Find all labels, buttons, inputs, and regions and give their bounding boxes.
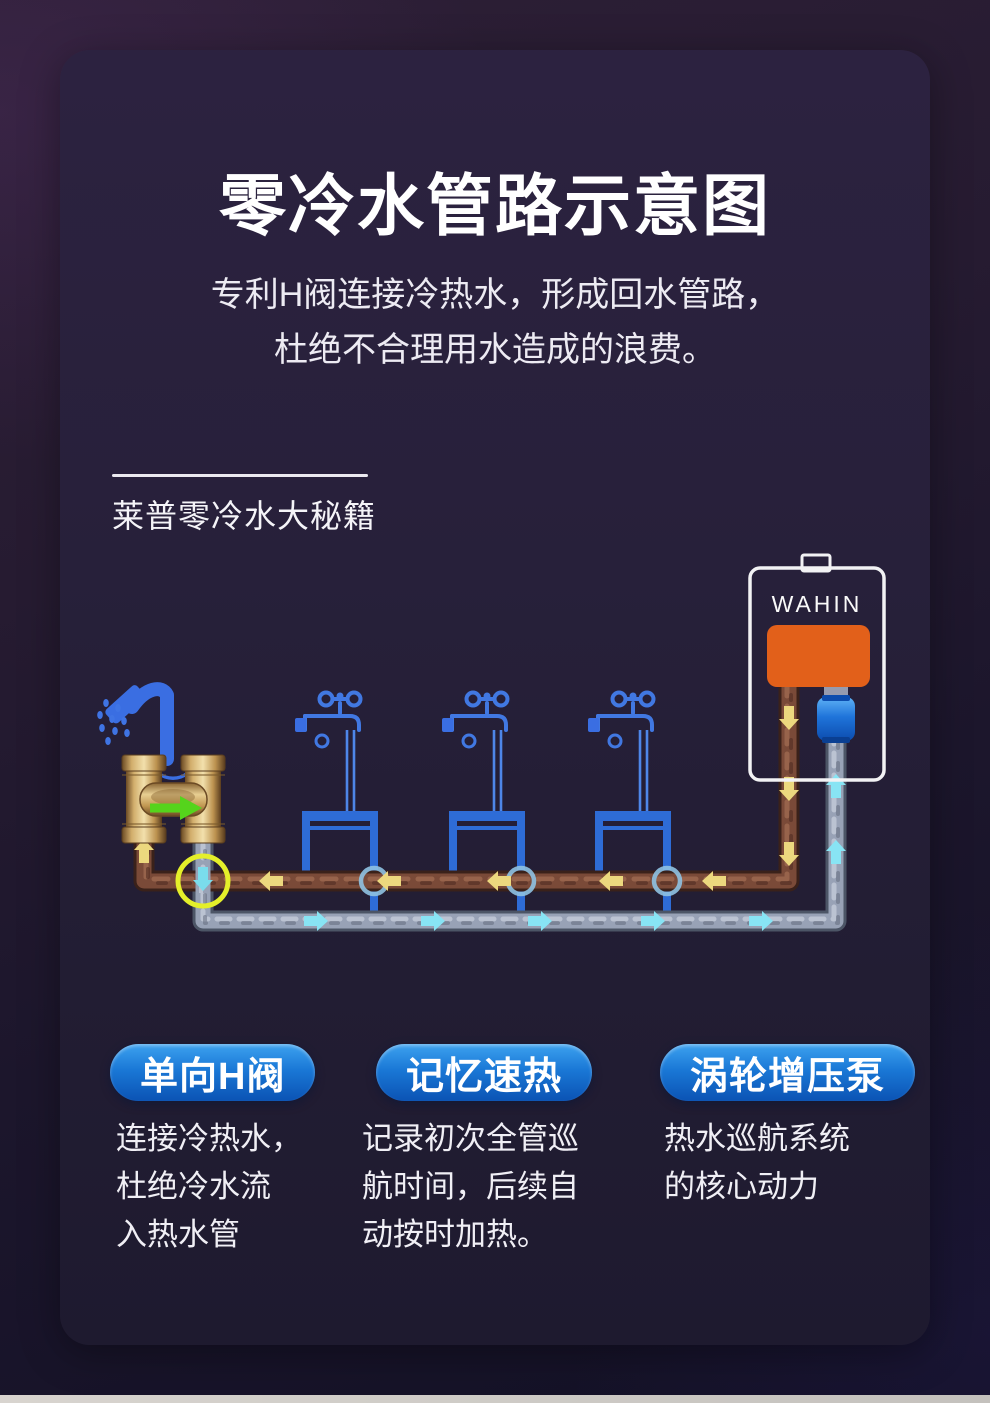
sink-stand bbox=[449, 811, 525, 921]
page-title: 零冷水管路示意图 bbox=[219, 169, 771, 244]
shower-icon bbox=[97, 682, 199, 780]
faucet-icon bbox=[442, 690, 525, 921]
content-card: 零冷水管路示意图 专利H阀连接冷热水，形成回水管路， 杜绝不合理用水造成的浪费。… bbox=[60, 50, 930, 1345]
feature-badge: 涡轮增压泵 bbox=[660, 1044, 916, 1101]
sink-stand bbox=[595, 811, 671, 921]
faucet-group bbox=[295, 690, 671, 921]
feature-item: 记忆速热 记录初次全管巡 航时间，后续自 动按时加热。 bbox=[362, 1044, 642, 1259]
heater-brand: WAHIN bbox=[772, 591, 863, 617]
hot-flow-arrows bbox=[134, 706, 799, 891]
section-label: 莱普零冷水大秘籍 bbox=[112, 498, 377, 534]
valve-flow-arrow-icon bbox=[150, 796, 202, 820]
feature-description: 连接冷热水， 杜绝冷水流 入热水管 bbox=[116, 1121, 302, 1253]
return-flow-arrows bbox=[304, 774, 846, 931]
feature-description: 热水巡航系统 的核心动力 bbox=[664, 1121, 850, 1205]
pipeline-diagram: WAHIN bbox=[97, 553, 886, 932]
water-heater-icon: WAHIN bbox=[748, 553, 886, 782]
subtitle-line-1: 专利H阀连接冷热水，形成回水管路， bbox=[210, 276, 780, 314]
heater-burner bbox=[767, 625, 870, 687]
feature-item: 单向H阀 连接冷热水， 杜绝冷水流 入热水管 bbox=[110, 1044, 360, 1259]
spray-droplets bbox=[97, 699, 130, 745]
feature-description: 记录初次全管巡 航时间，后续自 动按时加热。 bbox=[362, 1121, 579, 1253]
feature-item: 涡轮增压泵 热水巡航系统 的核心动力 bbox=[644, 1044, 924, 1211]
flow-highlight-ring bbox=[175, 853, 231, 909]
subtitle-line-2: 杜绝不合理用水造成的浪费。 bbox=[274, 331, 716, 370]
h-valve-icon bbox=[121, 754, 226, 844]
section-header: 莱普零冷水大秘籍 bbox=[112, 474, 376, 537]
page-subtitle: 专利H阀连接冷热水，形成回水管路， 杜绝不合理用水造成的浪费。 bbox=[60, 268, 930, 378]
feature-badge: 记忆速热 bbox=[376, 1044, 593, 1101]
hot-water-pipe bbox=[133, 672, 800, 892]
junction-ring bbox=[651, 865, 683, 897]
sink-stand bbox=[302, 811, 378, 921]
feature-badge: 单向H阀 bbox=[110, 1044, 316, 1101]
section-divider bbox=[112, 474, 368, 477]
next-section-edge bbox=[0, 1395, 990, 1403]
booster-pump-icon bbox=[817, 695, 855, 743]
